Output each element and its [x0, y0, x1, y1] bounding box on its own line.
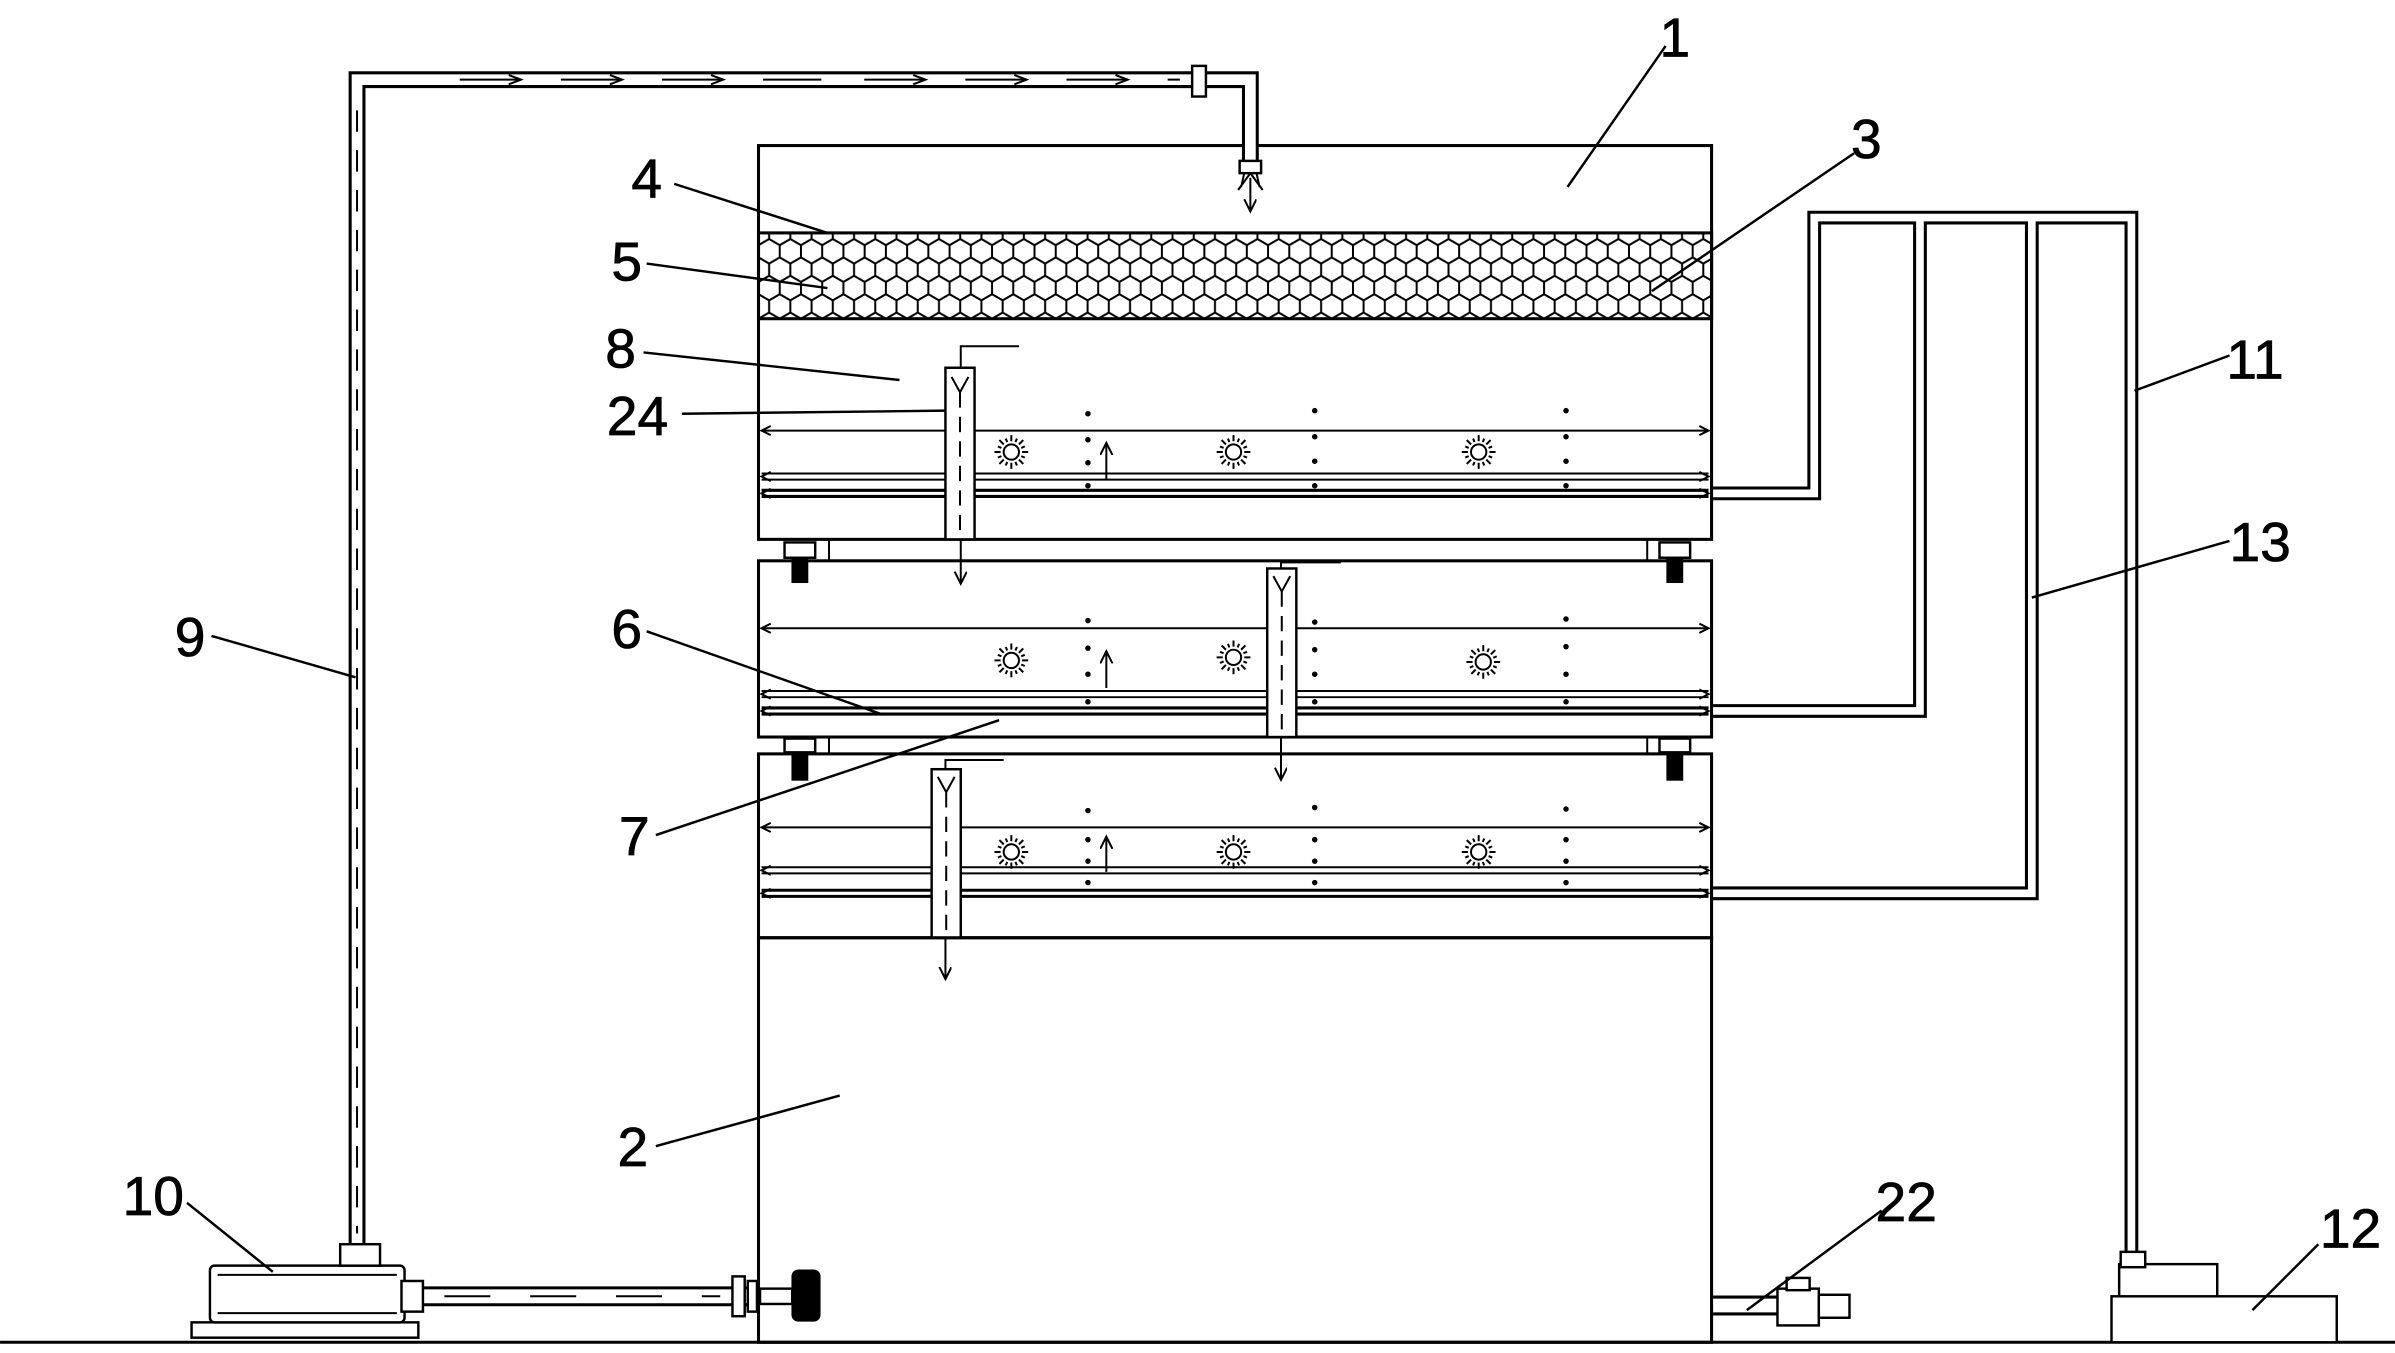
sun-icon: [1215, 834, 1252, 870]
leader-line-7: [655, 719, 1000, 837]
callout-4: 4: [631, 148, 662, 210]
honeycomb-layer: [756, 231, 1714, 321]
sun-icon: [1465, 644, 1502, 680]
sun-icon: [993, 434, 1030, 470]
leader-line-12: [2251, 1243, 2320, 1311]
callout-6: 6: [611, 598, 642, 660]
drain-valve: [1713, 1276, 1851, 1327]
leader-line-1: [1566, 45, 1667, 188]
leader-line-10: [186, 1201, 274, 1273]
leader-line-3: [1651, 152, 1855, 293]
lower-module: [756, 752, 1714, 979]
tray-1: [759, 345, 1711, 584]
sun-icon: [1215, 639, 1252, 676]
dot-markers: [1085, 407, 1569, 489]
drain-end-cap: [1817, 1293, 1851, 1319]
valve-body: [1776, 1287, 1821, 1327]
sun-icon: [993, 642, 1030, 679]
pump-outlet: [2119, 1250, 2147, 1269]
valve-knob: [791, 1269, 821, 1322]
middle-module-frame: [756, 559, 1714, 739]
leader-line-22: [1746, 1209, 1883, 1312]
callout-22: 22: [1876, 1171, 1937, 1233]
leader-line-13: [2031, 539, 2230, 599]
overflow-pipe: [1265, 561, 1341, 780]
right-pipe-network: [1713, 210, 2139, 1257]
sun-icon: [1460, 434, 1497, 470]
overflow-pipe: [944, 345, 1019, 584]
callout-9: 9: [175, 606, 206, 668]
overflow-pipe: [930, 759, 1004, 979]
callout-2: 2: [618, 1116, 649, 1178]
pump-outlet: [338, 1242, 382, 1267]
leader-line-2: [655, 1094, 841, 1148]
leader-lines: [186, 45, 2320, 1312]
tray-end-clips: [759, 425, 1711, 499]
dot-markers: [1085, 804, 1569, 886]
right-pump: [2110, 1250, 2338, 1344]
leader-line-5: [646, 262, 828, 290]
tray-end-clips: [759, 622, 1711, 717]
leader-line-6: [646, 630, 882, 716]
left-riser-pipe: [348, 64, 1259, 1246]
leader-line-4: [673, 182, 828, 235]
callout-3: 3: [1851, 108, 1882, 170]
pump-body: [2117, 1262, 2219, 1298]
callout-5: 5: [611, 230, 642, 292]
callout-10: 10: [123, 1165, 184, 1227]
pump-base: [2110, 1295, 2338, 1344]
dot-markers: [1085, 616, 1569, 705]
callout-labels: 1 2 3 4 5 6 7 8 9 10 11 12 13 22 24: [122, 6, 2381, 1259]
leader-line-9: [211, 634, 356, 679]
sun-icon: [1460, 834, 1497, 870]
callout-24: 24: [607, 385, 668, 447]
left-pump: [190, 1242, 425, 1339]
lower-module-frame: [756, 752, 1714, 940]
support-bolts-lower: [783, 737, 1692, 781]
sun-icon: [1215, 434, 1252, 470]
support-bolts-upper: [783, 539, 1692, 584]
callout-12: 12: [2320, 1197, 2381, 1259]
callout-7: 7: [619, 805, 650, 867]
sun-icon: [993, 834, 1030, 870]
callout-13: 13: [2229, 511, 2290, 573]
spray-nozzle: [1237, 159, 1264, 212]
leader-line-24: [681, 409, 946, 415]
leader-line-11: [2134, 354, 2230, 392]
middle-module: [756, 559, 1714, 780]
pump-side-port: [400, 1279, 425, 1313]
leader-line-8: [643, 351, 900, 382]
bottom-tank: [756, 936, 1714, 1344]
pipe-flange: [731, 1275, 746, 1318]
inlet-pipe: [419, 1269, 821, 1322]
tray-end-clips: [759, 821, 1711, 899]
pump-base: [190, 1321, 420, 1339]
callout-11: 11: [2226, 328, 2283, 390]
callout-8: 8: [605, 318, 636, 380]
upper-module-frame: [756, 144, 1714, 541]
valve-handle: [1785, 1276, 1811, 1292]
callout-1: 1: [1659, 7, 1690, 69]
pipe-coupling: [1190, 64, 1208, 98]
pipe-flange: [746, 1279, 759, 1313]
upper-module: [756, 144, 1714, 584]
